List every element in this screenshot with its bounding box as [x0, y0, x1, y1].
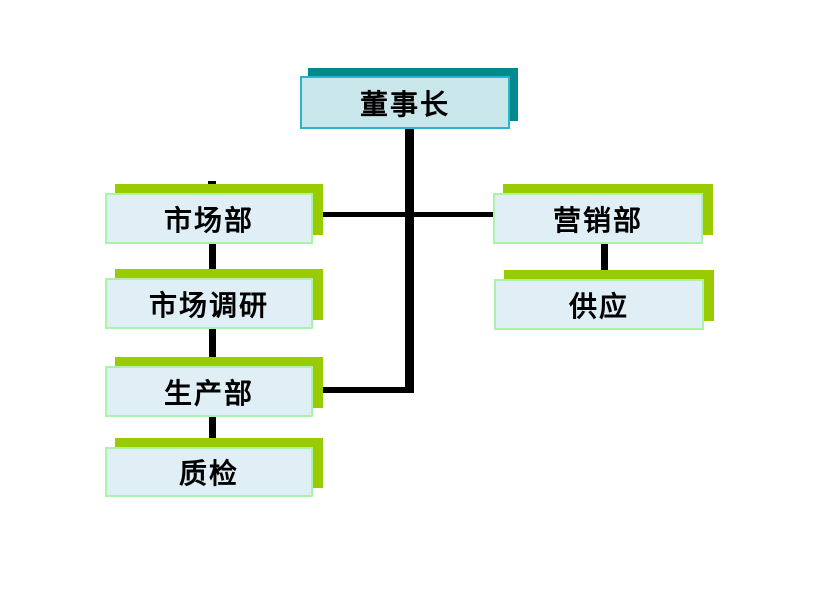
node-box: 董事长: [300, 76, 510, 129]
org-node-market-research[interactable]: 市场调研: [105, 269, 323, 329]
connector-trunk-vertical: [405, 128, 414, 393]
org-node-marketing[interactable]: 市场部: [105, 184, 323, 244]
org-node-label: 质检: [178, 458, 239, 489]
connector-cross-horizontal: [313, 212, 493, 217]
node-box: 供应: [494, 279, 704, 330]
org-node-label: 市场调研: [148, 289, 269, 321]
connector-stub-above-marketing: [208, 181, 216, 186]
node-box: 质检: [105, 447, 313, 497]
connector-research-production: [209, 329, 216, 367]
connector-elbow-to-production: [313, 387, 414, 393]
org-node-label: 营销部: [552, 204, 643, 236]
org-node-supply[interactable]: 供应: [494, 270, 714, 330]
node-box: 生产部: [105, 366, 313, 417]
connector-marketing-research: [209, 244, 216, 280]
org-node-label: 董事长: [359, 88, 450, 120]
connector-sales-supply: [601, 244, 608, 280]
org-node-label: 供应: [568, 290, 629, 322]
org-node-chairman[interactable]: 董事长: [300, 68, 518, 129]
org-node-quality[interactable]: 质检: [105, 438, 323, 497]
node-box: 市场部: [105, 193, 313, 244]
node-box: 市场调研: [105, 278, 313, 329]
node-box: 营销部: [493, 193, 703, 244]
org-node-label: 生产部: [163, 377, 254, 409]
connector-production-quality: [209, 417, 216, 448]
org-node-production[interactable]: 生产部: [105, 357, 323, 417]
org-node-label: 市场部: [163, 204, 254, 236]
org-node-sales[interactable]: 营销部: [493, 184, 713, 244]
